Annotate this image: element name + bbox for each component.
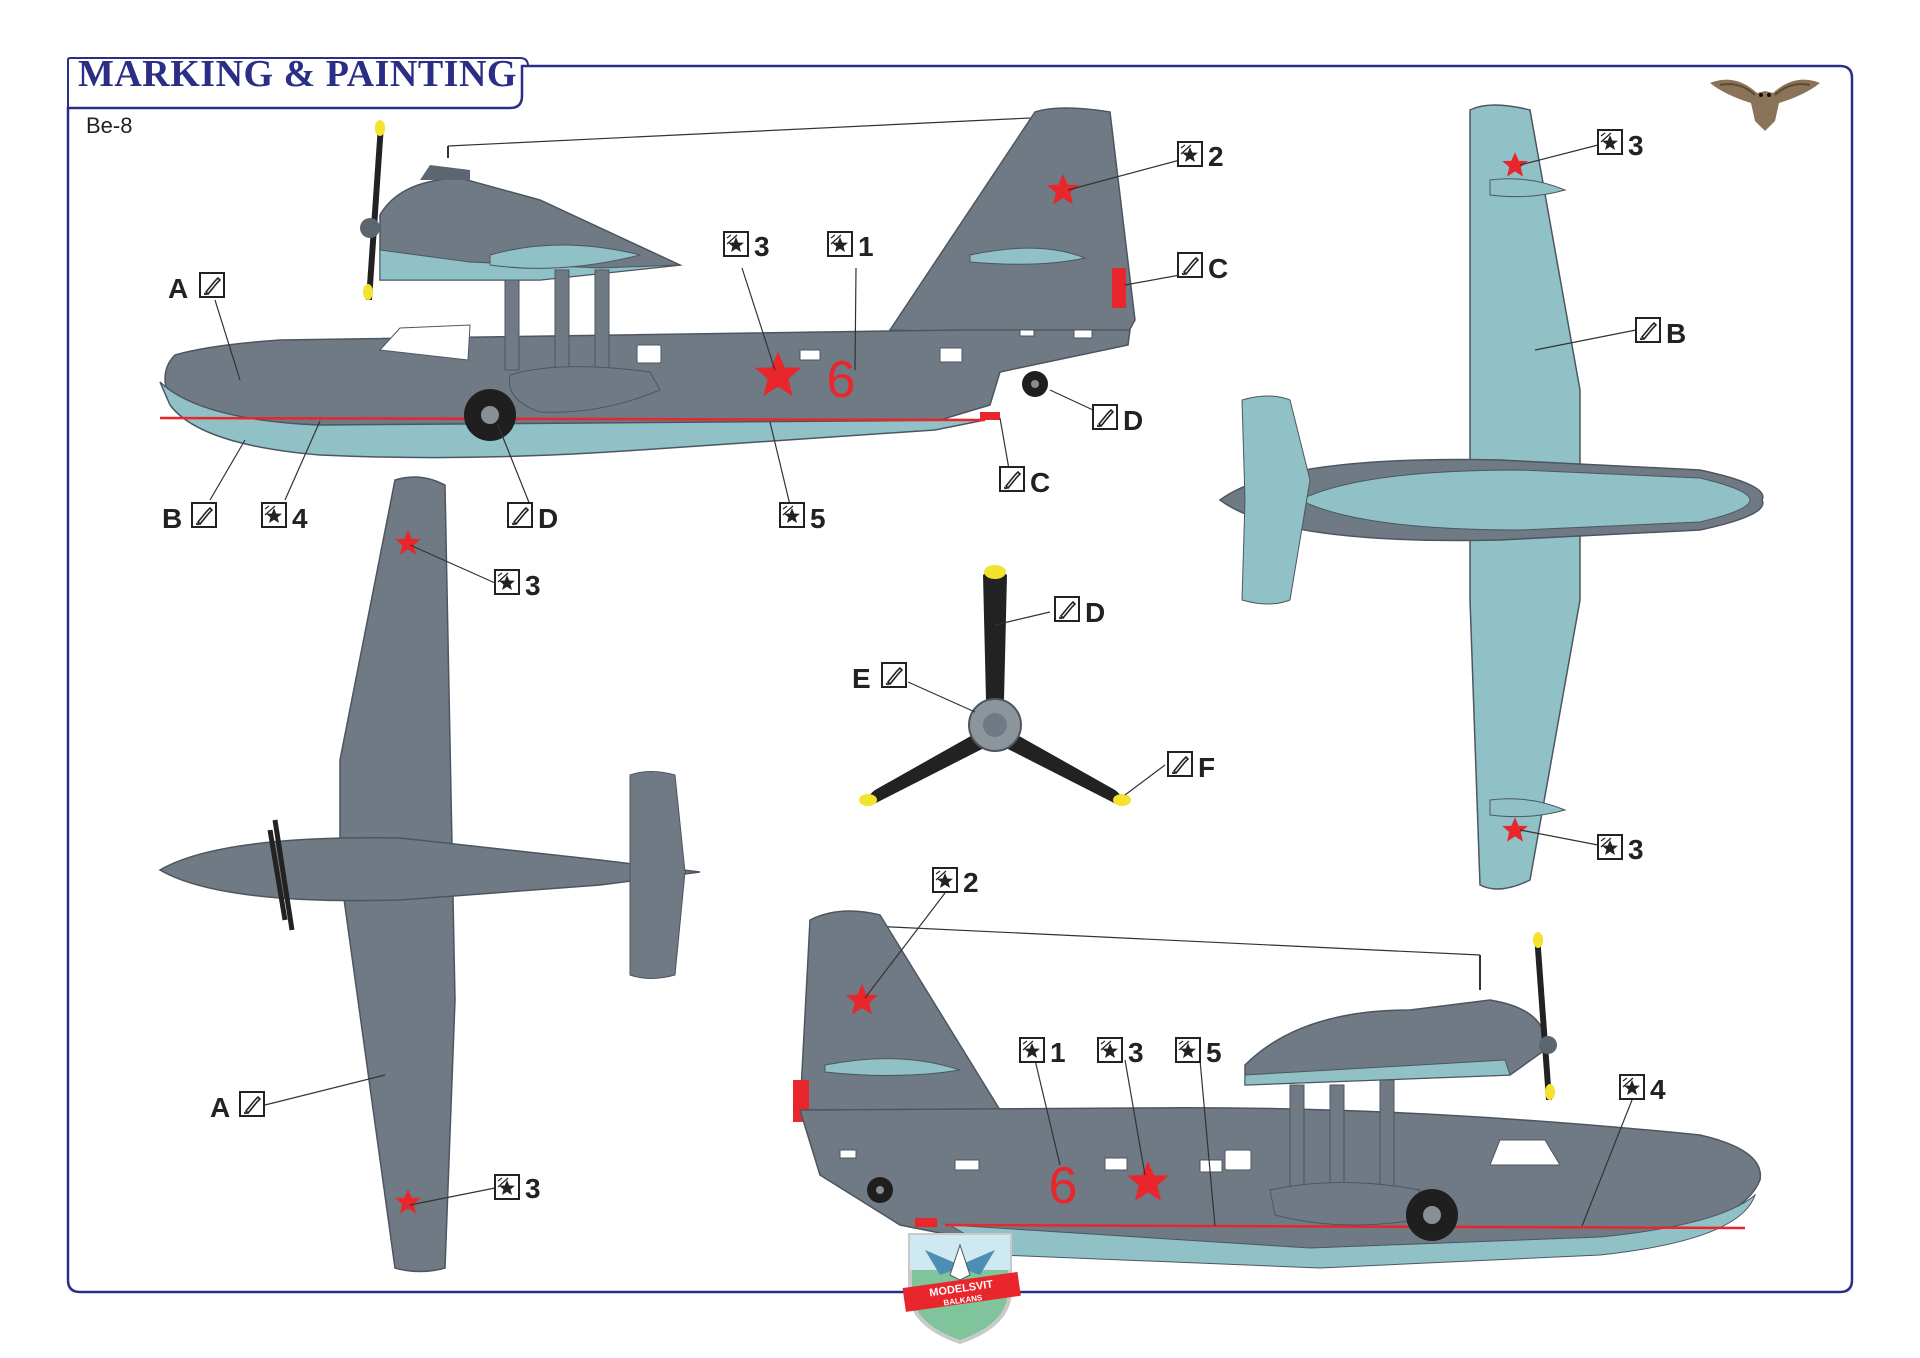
decal-star-icon <box>1177 141 1203 167</box>
callout-bottom-dec5: 5 <box>1206 1037 1222 1068</box>
callout-plan-top-dec3-bottom: 3 <box>1628 834 1644 865</box>
callout-bottom-dec3: 3 <box>1128 1037 1144 1068</box>
decal-star-icon <box>1597 129 1623 155</box>
callout-c-float: C <box>1030 467 1050 498</box>
callout-d-tailwheel: D <box>1123 405 1143 436</box>
callout-plan-bottom-dec3-top: 3 <box>525 570 541 601</box>
paint-brush-icon <box>191 502 217 528</box>
decal-star-icon <box>827 231 853 257</box>
callouts-top: A B 4 D 3 1 2 C D C 5 <box>162 141 1228 534</box>
decal-star-icon <box>1097 1037 1123 1063</box>
fuselage-number-bottom: 6 <box>1049 1157 1078 1215</box>
callout-b: B <box>162 503 182 534</box>
decal-star-icon <box>1175 1037 1201 1063</box>
callout-plan-bottom-dec3-bottom: 3 <box>525 1173 541 1204</box>
modelsvit-balkans-badge-icon: MODELSVIT BALKANS <box>902 1233 1021 1345</box>
plan-view-upper <box>158 476 701 1273</box>
fuselage-number: 6 <box>827 351 856 409</box>
callouts-prop: D E F <box>852 596 1215 783</box>
callout-dec3: 3 <box>754 231 770 262</box>
side-view-top: 6 <box>159 107 1136 459</box>
leader-lines-plan-top <box>1519 144 1637 846</box>
callout-prop-f: F <box>1198 752 1215 783</box>
decal-star-icon <box>932 867 958 893</box>
paint-brush-icon <box>1054 596 1080 622</box>
callout-a: A <box>168 273 188 304</box>
model-label: Be-8 <box>86 113 133 138</box>
decal-star-icon <box>723 231 749 257</box>
decal-star-icon <box>494 1174 520 1200</box>
paint-brush-icon <box>199 272 225 298</box>
frame-border <box>66 64 1854 1294</box>
leader-lines-bottom <box>864 892 1633 1227</box>
paint-brush-icon <box>999 466 1025 492</box>
callout-bottom-dec4: 4 <box>1650 1074 1666 1105</box>
plan-view-underside <box>1218 104 1764 890</box>
callouts-plan-bottom: 3 A 3 <box>210 569 541 1204</box>
callout-plan-top-b: B <box>1666 318 1686 349</box>
callout-d-wheel: D <box>538 503 558 534</box>
paint-brush-icon <box>1177 252 1203 278</box>
paint-brush-icon <box>239 1091 265 1117</box>
side-view-bottom: 6 <box>793 910 1762 1269</box>
callout-dec4: 4 <box>292 503 308 534</box>
owl-logo-icon <box>1710 79 1820 131</box>
paint-brush-icon <box>1635 317 1661 343</box>
decal-star-icon <box>779 502 805 528</box>
leader-lines-plan-bottom <box>264 544 496 1206</box>
callouts-plan-top: 3 B 3 <box>1597 129 1686 865</box>
decal-star-icon <box>494 569 520 595</box>
decal-star-icon <box>1619 1074 1645 1100</box>
callout-dec2: 2 <box>1208 141 1224 172</box>
callout-prop-d: D <box>1085 597 1105 628</box>
callout-plan-top-dec3-top: 3 <box>1628 130 1644 161</box>
paint-brush-icon <box>507 502 533 528</box>
callout-prop-e: E <box>852 663 871 694</box>
callout-bottom-dec2: 2 <box>963 867 979 898</box>
callout-dec1: 1 <box>858 231 874 262</box>
callout-dec5: 5 <box>810 503 826 534</box>
decal-star-icon <box>1019 1037 1045 1063</box>
decal-star-icon <box>261 502 287 528</box>
decal-star-icon <box>1597 834 1623 860</box>
page-title: MARKING & PAINTING <box>78 53 517 95</box>
callout-c-tail: C <box>1208 253 1228 284</box>
leader-lines-prop <box>907 611 1166 796</box>
paint-brush-icon <box>1167 751 1193 777</box>
leader-lines-top <box>209 159 1181 506</box>
paint-brush-icon <box>881 662 907 688</box>
callout-bottom-dec1: 1 <box>1050 1037 1066 1068</box>
callouts-bottom: 2 1 3 5 4 <box>932 867 1666 1105</box>
title-tab-border <box>67 57 529 108</box>
propeller-detail <box>859 565 1131 806</box>
paint-brush-icon <box>1092 404 1118 430</box>
callout-plan-bottom-a: A <box>210 1092 230 1123</box>
